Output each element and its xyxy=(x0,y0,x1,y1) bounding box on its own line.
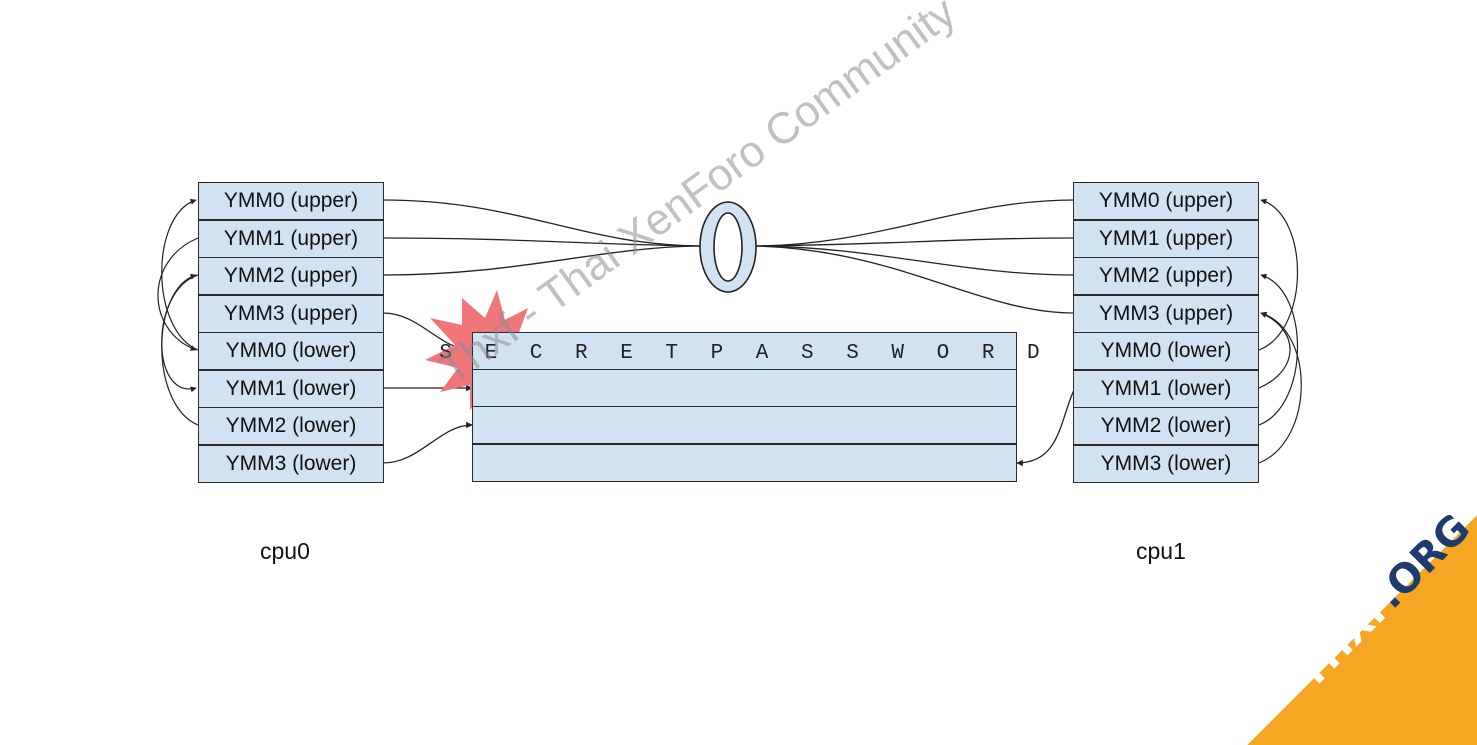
loop-cpu0-c xyxy=(161,274,199,393)
buffer-row-3 xyxy=(472,406,1017,444)
link-cpu1-ymm1-upper xyxy=(755,237,1075,247)
link-cpu0-ymm0-upper xyxy=(382,199,701,247)
cpu0-reg-1: YMM1 (upper) xyxy=(198,219,384,258)
zero-ring-hole xyxy=(713,212,743,282)
link-cpu1-ymm2-upper xyxy=(755,245,1075,276)
loop-cpu0-d xyxy=(157,237,199,351)
loop-cpu1-b xyxy=(1258,273,1298,426)
cpu0-reg-0: YMM0 (upper) xyxy=(198,182,384,220)
loop-cpu0-b xyxy=(161,273,199,426)
cpu1-label: cpu1 xyxy=(1136,538,1186,564)
cpu1-reg-1: YMM1 (upper) xyxy=(1073,219,1259,258)
buffer-row-2 xyxy=(472,369,1017,407)
cpu0-reg-5: YMM1 (lower) xyxy=(198,369,384,408)
link-cpu1-ymm0-upper xyxy=(755,199,1075,247)
cpu1-reg-7: YMM3 (lower) xyxy=(1073,444,1259,483)
cpu0-reg-4: YMM0 (lower) xyxy=(198,332,384,370)
link-cpu0-ymm3-lower-to-buffer xyxy=(382,421,473,464)
loop-cpu1-d xyxy=(1258,312,1291,389)
buffer-row-4 xyxy=(472,444,1017,482)
cpu1-reg-6: YMM2 (lower) xyxy=(1073,407,1259,445)
link-cpu1-ymm1-lower-to-buffer xyxy=(1016,389,1075,467)
link-cpu1-ymm3-upper xyxy=(755,245,1075,314)
cpu0-reg-3: YMM3 (upper) xyxy=(198,294,384,333)
cpu1-reg-5: YMM1 (lower) xyxy=(1073,369,1259,408)
link-cpu0-ymm1-upper xyxy=(382,237,701,247)
cpu0-reg-7: YMM3 (lower) xyxy=(198,444,384,483)
cpu0-label: cpu0 xyxy=(260,538,310,564)
link-cpu0-ymm2-upper xyxy=(382,245,701,276)
loop-cpu1-a xyxy=(1258,198,1298,351)
cpu0-reg-2: YMM2 (upper) xyxy=(198,257,384,295)
cpu1-reg-4: YMM0 (lower) xyxy=(1073,332,1259,370)
secret-password-text: S E C R E T P A S S W O R D xyxy=(439,341,1050,365)
cpu1-reg-0: YMM0 (upper) xyxy=(1073,182,1259,220)
cpu0-reg-6: YMM2 (lower) xyxy=(198,407,384,445)
cpu1-reg-2: YMM2 (upper) xyxy=(1073,257,1259,295)
loop-cpu1-c xyxy=(1258,311,1302,464)
cpu1-reg-3: YMM3 (upper) xyxy=(1073,294,1259,333)
